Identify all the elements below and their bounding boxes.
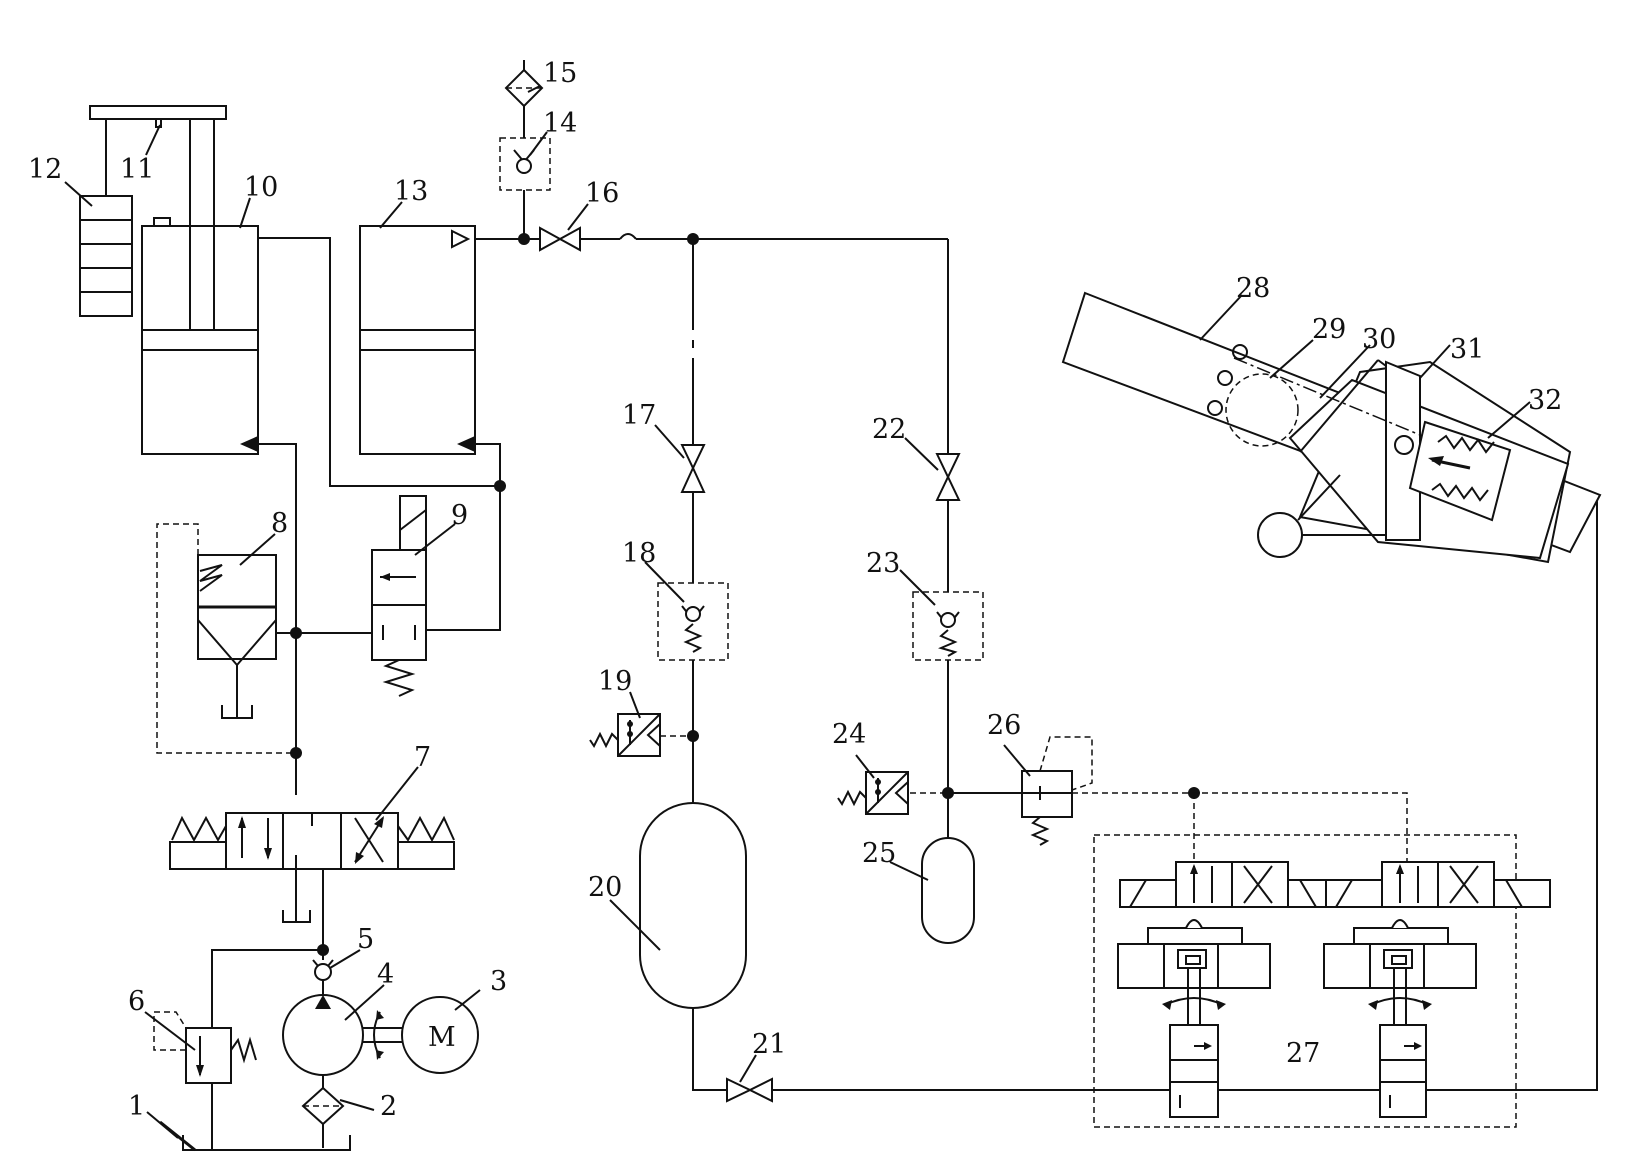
label-27: 27 <box>1286 1038 1320 1069</box>
label-2: 2 <box>380 1091 397 1122</box>
motor-symbol: M <box>428 1022 456 1053</box>
cylinder-10 <box>80 106 258 454</box>
label-22: 22 <box>872 414 906 445</box>
label-24: 24 <box>832 719 866 750</box>
label-31: 31 <box>1450 334 1484 365</box>
label-16: 16 <box>585 178 619 209</box>
label-6: 6 <box>128 986 145 1017</box>
label-19: 19 <box>598 666 632 697</box>
accumulator-25 <box>922 838 974 943</box>
pressure-switch-19 <box>590 714 693 756</box>
cylinder-13 <box>360 226 475 454</box>
label-32: 32 <box>1528 385 1562 416</box>
label-18: 18 <box>622 538 656 569</box>
accumulator-20 <box>640 803 746 1008</box>
label-17: 17 <box>622 400 656 431</box>
shutoff-valves <box>540 228 959 1101</box>
label-13: 13 <box>394 176 428 207</box>
valve-8 <box>157 524 296 753</box>
valve-7 <box>170 813 454 922</box>
label-20: 20 <box>588 872 622 903</box>
label-4: 4 <box>377 959 394 990</box>
label-1: 1 <box>128 1091 145 1122</box>
check-valve-23 <box>913 592 983 660</box>
label-11: 11 <box>120 154 154 185</box>
label-3: 3 <box>490 966 507 997</box>
label-7: 7 <box>414 742 431 773</box>
label-23: 23 <box>866 548 900 579</box>
label-21: 21 <box>752 1029 786 1060</box>
actuator-unit-left <box>1118 862 1344 1117</box>
label-30: 30 <box>1362 324 1396 355</box>
leader-lines <box>65 86 1530 1138</box>
label-9: 9 <box>451 500 468 531</box>
label-12: 12 <box>28 154 62 185</box>
actuator-module-27 <box>1094 835 1550 1127</box>
valve-9 <box>372 496 426 696</box>
label-10: 10 <box>244 172 278 203</box>
label-28: 28 <box>1236 273 1270 304</box>
label-15: 15 <box>543 58 577 89</box>
label-5: 5 <box>357 924 374 955</box>
label-29: 29 <box>1312 314 1346 345</box>
label-8: 8 <box>271 508 288 539</box>
check-valve-18 <box>658 583 728 660</box>
pump-group: M <box>154 950 478 1150</box>
label-26: 26 <box>987 710 1021 741</box>
label-25: 25 <box>862 838 896 869</box>
label-14: 14 <box>543 108 577 139</box>
